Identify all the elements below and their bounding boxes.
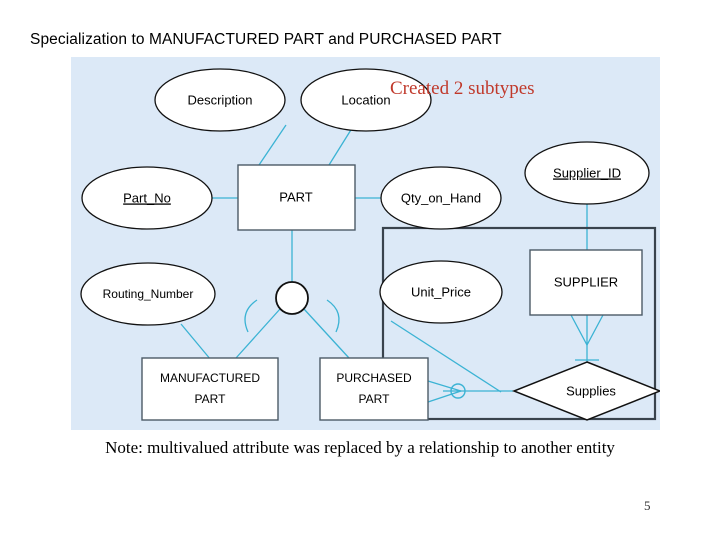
supplies-diamond [511,361,660,421]
link-unitprice-purchased [390,320,502,393]
attribute-description[interactable]: Description [154,68,286,132]
supplier-id-ellipse [524,141,650,205]
page-title: Specialization to MANUFACTURED PART and … [30,31,502,48]
supplies-label: Supplies [566,383,616,398]
crowfoot-supplier [570,314,604,347]
link-subtype-purchased [303,308,350,359]
link-location-part [328,124,355,166]
manufactured-part-box [141,357,279,421]
location-ellipse [300,68,432,132]
entity-supplier[interactable]: SUPPLIER [529,249,643,316]
attribute-supplier-id[interactable]: Supplier_ID [524,141,650,205]
er-diagram-svg: Description Location Part_No Qty_on_Hand… [80,68,660,421]
supplier-group-box [381,226,657,421]
supplier-id-label: Supplier_ID [553,165,621,180]
manufactured-part-label-line1: MANUFACTURED [160,371,260,385]
purchased-part-label-line1: PURCHASED [336,371,412,385]
attribute-location[interactable]: Location [300,68,432,132]
unit-price-ellipse [379,260,503,324]
subtype-arc-left [244,299,258,333]
created-subtypes-annotation: Created 2 subtypes [390,78,535,99]
subtype-arc-right [326,299,340,333]
description-ellipse [154,68,286,132]
footer-note: Note: multivalued attribute was replaced… [105,438,615,457]
crowfoot-purchased [427,380,464,403]
page-number: 5 [644,498,651,513]
description-label: Description [187,92,252,107]
supplier-label: SUPPLIER [554,274,618,289]
entity-purchased-part[interactable]: PURCHASED PART [319,357,429,421]
entity-part[interactable]: PART [237,164,356,231]
qty-on-hand-label: Qty_on_Hand [401,190,481,205]
part-box [237,164,356,231]
attribute-part-no[interactable]: Part_No [81,166,213,230]
link-subtype-manufactured [235,308,281,359]
routing-number-label: Routing_Number [103,287,194,301]
relationship-supplies[interactable]: Supplies [511,361,660,421]
subtype-circle[interactable] [275,281,309,315]
purchased-part-box [319,357,429,421]
supplier-box [529,249,643,316]
link-description-part [258,124,287,166]
attribute-unit-price[interactable]: Unit_Price [379,260,503,324]
attribute-routing-number[interactable]: Routing_Number [80,262,216,326]
link-routingnumber-manufactured [180,323,212,361]
qty-on-hand-ellipse [380,166,502,230]
entity-manufactured-part[interactable]: MANUFACTURED PART [141,357,279,421]
purchased-part-label-line2: PART [359,392,391,406]
routing-number-ellipse [80,262,216,326]
part-no-label: Part_No [123,190,171,205]
part-label: PART [279,189,313,204]
unit-price-label: Unit_Price [411,284,471,299]
optional-cardinality-circle [450,383,466,399]
er-diagram-panel: Description Location Part_No Qty_on_Hand… [71,57,660,430]
part-no-ellipse [81,166,213,230]
attribute-qty-on-hand[interactable]: Qty_on_Hand [380,166,502,230]
manufactured-part-label-line2: PART [195,392,227,406]
location-label: Location [341,92,390,107]
